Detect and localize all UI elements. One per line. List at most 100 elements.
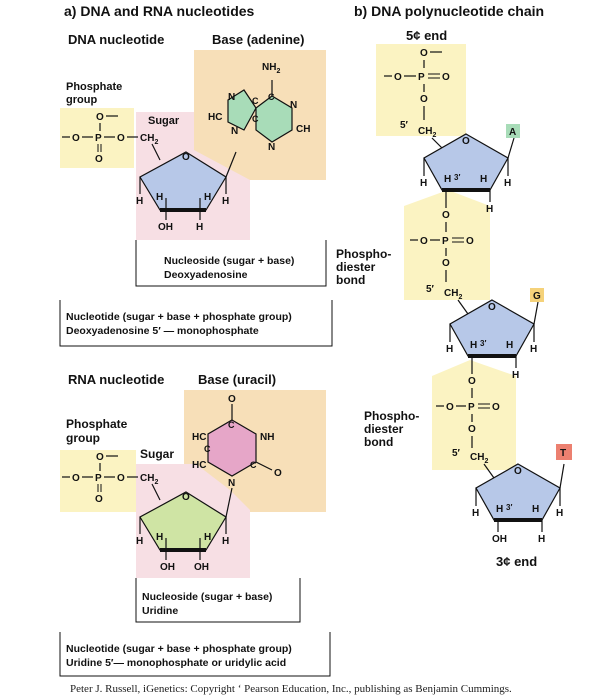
atom-o: O xyxy=(96,452,104,463)
base-g xyxy=(530,288,544,302)
three-prime-end-label: 3¢ end xyxy=(496,554,537,569)
atom-o: O xyxy=(274,468,282,479)
atom-hc: HC xyxy=(192,432,206,443)
atom-ch2: CH2 xyxy=(140,473,158,486)
dna-nucleotide: DNA nucleotide Base (adenine) Phosphate … xyxy=(59,32,333,347)
ring-oxygen: O xyxy=(182,152,190,163)
prime-3: 3′ xyxy=(480,339,486,348)
atom-p: P xyxy=(95,473,102,484)
panel-b-title: b) DNA polynucleotide chain xyxy=(354,3,544,19)
base-a xyxy=(506,124,520,138)
atom-c: C xyxy=(268,92,275,102)
atom-c: C xyxy=(250,460,257,470)
dna-nucleotide-title: DNA nucleotide xyxy=(68,32,164,47)
bond-label-line: bond xyxy=(364,435,393,449)
atom-oh: OH xyxy=(158,222,173,233)
dna-nucleoside-name: Deoxyadenosine xyxy=(164,269,248,281)
rna-sugar-hydrogens: H H H H OH OH xyxy=(136,517,229,573)
chain-phosphate-2: O P O O 5′ CH2 xyxy=(410,222,474,315)
prime-5: 5′ xyxy=(452,448,461,459)
rna-nucleotide-label: Nucleotide (sugar + base + phosphate gro… xyxy=(66,643,292,655)
atom-h: H xyxy=(136,536,143,547)
dna-phosphate-structure: O O P O O CH2 xyxy=(62,112,161,165)
ring-oxygen: O xyxy=(488,302,496,313)
atom-h: H xyxy=(480,174,487,185)
atom-ch2: CH2 xyxy=(140,133,158,146)
bond-label-line: diester xyxy=(336,260,376,274)
copyright-credit: Peter J. Russell, iGenetics: Copyright ‘… xyxy=(70,683,512,695)
atom-n: N xyxy=(228,92,235,103)
chain-phosphate-region-1 xyxy=(376,44,466,136)
atom-o: O xyxy=(442,210,450,221)
atom-c: C xyxy=(252,96,259,106)
dna-base-title: Base (adenine) xyxy=(212,32,304,47)
atom-ch2: CH2 xyxy=(470,452,488,465)
rna-phosphate-label-1: Phosphate xyxy=(66,417,128,431)
ring-oxygen: O xyxy=(514,466,522,477)
atom-o: O xyxy=(117,473,125,484)
chain-phosphate-region-2 xyxy=(404,190,490,300)
atom-p: P xyxy=(442,236,449,247)
atom-n: N xyxy=(268,142,275,153)
atom-o: O xyxy=(446,402,454,413)
rna-base-title: Base (uracil) xyxy=(198,372,276,387)
atom-oh: OH xyxy=(492,534,507,545)
bond-label-line: bond xyxy=(336,273,365,287)
atom-h: H xyxy=(506,340,513,351)
atom-h: H xyxy=(156,532,163,543)
base-t-label: T xyxy=(560,448,566,459)
base-g-label: G xyxy=(533,291,541,302)
atom-o: O xyxy=(117,133,125,144)
atom-o: O xyxy=(466,236,474,247)
atom-h: H xyxy=(556,508,563,519)
atom-oh: OH xyxy=(194,562,209,573)
atom-o: O xyxy=(394,72,402,83)
atom-o: O xyxy=(420,48,428,59)
atom-o: O xyxy=(468,424,476,435)
atom-h: H xyxy=(512,370,519,381)
rna-nucleotide: RNA nucleotide Base (uracil) Phosphate g… xyxy=(59,372,331,677)
atom-h: H xyxy=(204,192,211,203)
atom-p: P xyxy=(418,72,425,83)
base-t xyxy=(556,444,572,460)
atom-n: N xyxy=(290,100,297,111)
atom-hc: HC xyxy=(208,112,222,123)
atom-ch2: CH2 xyxy=(444,288,462,301)
atom-n: N xyxy=(231,126,238,137)
atom-n: N xyxy=(228,478,235,489)
atom-o: O xyxy=(95,494,103,505)
atom-o: O xyxy=(492,402,500,413)
five-prime-end-label: 5¢ end xyxy=(406,28,447,43)
rna-nucleotide-name: Uridine 5′— monophosphate or uridylic ac… xyxy=(66,657,286,669)
atom-p: P xyxy=(468,402,475,413)
rna-phosphate-structure: O O P O O CH2 xyxy=(62,452,161,505)
atom-oh: OH xyxy=(160,562,175,573)
atom-h: H xyxy=(156,192,163,203)
panel-a-title: a) DNA and RNA nucleotides xyxy=(64,3,255,19)
atom-h: H xyxy=(530,344,537,355)
atom-h: H xyxy=(446,344,453,355)
dna-phosphate-label-2: group xyxy=(66,94,97,106)
atom-ch: CH xyxy=(296,124,310,135)
rna-phosphate-label-2: group xyxy=(66,431,100,445)
prime-3: 3′ xyxy=(454,173,460,182)
atom-h: H xyxy=(532,504,539,515)
dna-nucleotide-name: Deoxyadenosine 5′ — monophosphate xyxy=(66,325,259,337)
rna-nucleotide-title: RNA nucleotide xyxy=(68,372,164,387)
chain-phosphate-region-3 xyxy=(432,360,516,470)
atom-c: C xyxy=(228,420,235,430)
atom-o: O xyxy=(420,94,428,105)
atom-h: H xyxy=(496,504,503,515)
bond-label-line: diester xyxy=(364,422,404,436)
atom-nh2: NH2 xyxy=(262,62,280,75)
atom-h: H xyxy=(486,204,493,215)
atom-h: H xyxy=(204,532,211,543)
atom-p: P xyxy=(95,133,102,144)
atom-o: O xyxy=(228,394,236,405)
dna-nucleotide-label: Nucleotide (sugar + base + phosphate gro… xyxy=(66,311,292,323)
dna-sugar-hydrogens: H H H H OH H xyxy=(136,177,229,233)
dna-phosphate-region xyxy=(60,108,134,168)
atom-c: C xyxy=(204,444,211,454)
chain-sugar-2-atoms: H H H 3′ H H O xyxy=(446,324,537,387)
atom-h: H xyxy=(222,536,229,547)
